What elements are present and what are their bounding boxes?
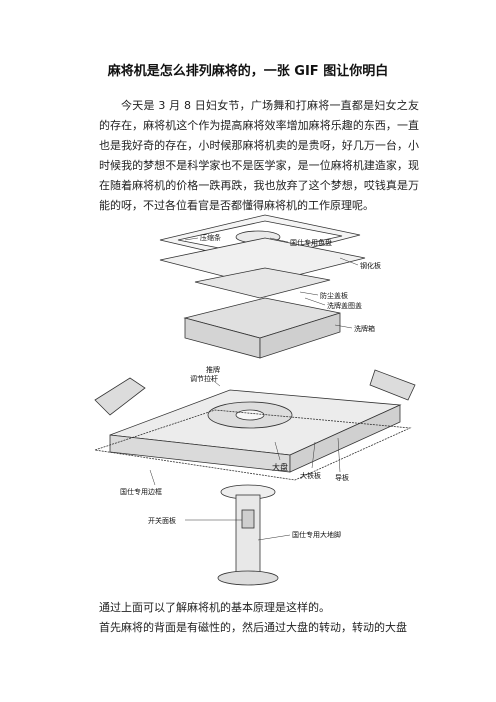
label-big-iron: 大铁板 — [300, 471, 321, 480]
caption-line: 通过上面可以了解麻将机的基本原理是这样的。 — [99, 601, 330, 614]
left-rail — [94, 377, 146, 416]
switch-box — [241, 509, 255, 529]
label-steel-plate: 钢化板 — [360, 261, 381, 270]
label-frame-strip: 压缩条 — [200, 233, 221, 242]
label-wash-box: 洗牌箱 — [354, 324, 375, 333]
label-guide-plate: 导板 — [335, 473, 349, 482]
label-edge-frame: 国仕专用边框 — [120, 487, 162, 496]
label-switch-panel: 开关面板 — [148, 516, 176, 525]
label-wash-cover: 洗牌盖图盖 — [327, 301, 362, 310]
intro-paragraph: 今天是 3 月 8 日妇女节，广场舞和打麻将一直都是妇女之友的存在，麻将机这个作… — [99, 99, 419, 212]
next-line: 首先麻将的背面是有磁性的，然后通过大盘的转动，转动的大盘 — [99, 621, 407, 634]
right-rail — [369, 369, 416, 401]
label-dust-cover: 防尘盖板 — [320, 291, 348, 300]
label-center-plate: 国仕专用色盘 — [290, 238, 332, 247]
leg-column — [235, 494, 261, 578]
edge-frame — [94, 409, 412, 481]
page-title: 麻将机是怎么排列麻将的，一张 GIF 图让你明白 — [107, 64, 389, 79]
label-push-tile: 推牌 — [206, 365, 220, 374]
dust-cover — [194, 267, 331, 299]
label-adjust-rod: 调节拉杆 — [190, 374, 218, 383]
label-leg: 国仕专用大地脚 — [292, 530, 341, 539]
label-big-disc: 大盘 — [272, 462, 288, 472]
mahjong-machine-exploded-diagram: 压缩条 国仕专用色盘 钢化板 防尘盖板 洗牌盖图盖 洗牌箱 推牌 调节拉杆 大盘… — [94, 214, 416, 586]
